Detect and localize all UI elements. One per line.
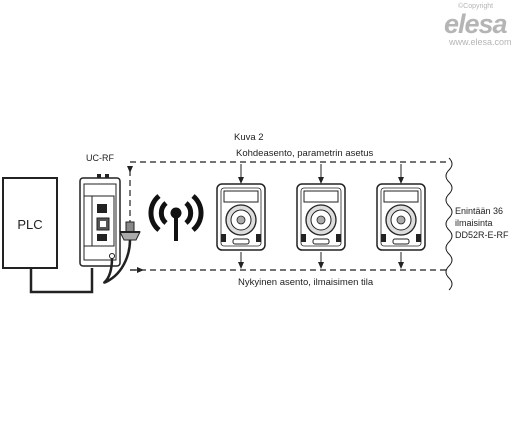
wireless-signal-icon xyxy=(148,194,204,241)
indicator-display xyxy=(303,190,339,203)
copyright-text: ©Copyright xyxy=(458,2,493,10)
right-note-line-1: Enintään 36 xyxy=(455,206,503,216)
indicator-group xyxy=(216,164,426,269)
indicator-display xyxy=(383,190,419,203)
antenna-connector xyxy=(119,221,141,241)
brand-name: elesa xyxy=(444,9,508,39)
indicator-unit xyxy=(216,164,266,269)
indicator-button xyxy=(392,238,410,245)
brand-logo: ©Copyright elesa www.elesa.com xyxy=(444,2,512,47)
indicator-button xyxy=(232,238,250,245)
figure-label: Kuva 2 xyxy=(234,132,264,143)
indicator-display xyxy=(223,190,259,203)
plc-box: PLC xyxy=(2,177,58,269)
ucrf-label: UC-RF xyxy=(86,153,114,163)
plc-label: PLC xyxy=(17,217,42,232)
top-label: Kohdeasento, parametrin asetus xyxy=(236,148,374,159)
right-note-line-2: ilmaisinta xyxy=(455,218,493,228)
indicator-unit xyxy=(376,164,426,269)
break-line xyxy=(445,157,453,291)
right-note-line-3: DD52R-E-RF xyxy=(455,230,509,240)
bottom-label: Nykyinen asento, ilmaisimen tila xyxy=(238,277,374,288)
antenna-cable xyxy=(103,239,132,284)
indicator-button xyxy=(312,238,330,245)
indicator-unit xyxy=(296,164,346,269)
plc-cable xyxy=(29,268,94,294)
brand-url: www.elesa.com xyxy=(448,37,512,47)
ucrf-unit: UC-RF xyxy=(79,153,121,267)
dashed-bus xyxy=(127,161,450,271)
